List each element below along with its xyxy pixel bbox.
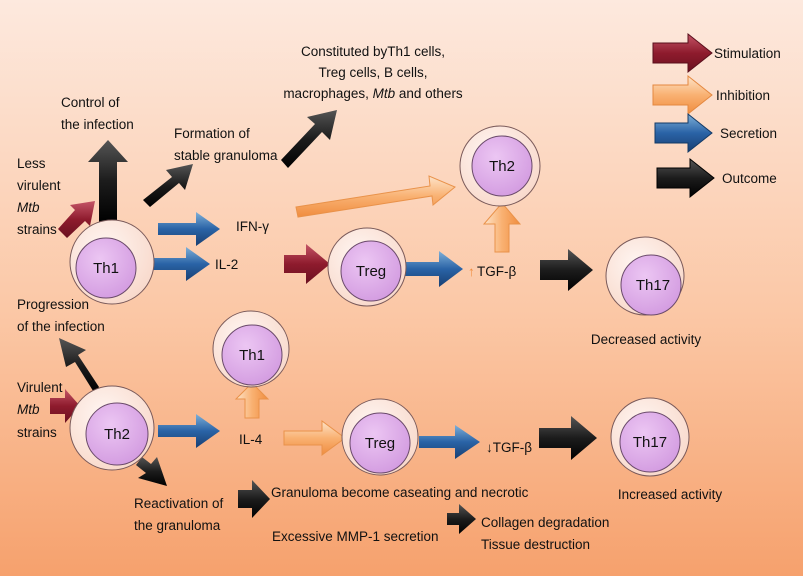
- cell-th17-top: Th17: [605, 236, 685, 316]
- inhibition-arrow-ifn-th2: [295, 175, 456, 218]
- increased-activity-label: Increased activity: [618, 487, 723, 502]
- secretion-arrow-ifn: [158, 212, 220, 246]
- cell-th2-top: Th2: [459, 125, 541, 207]
- progression-line2: of the infection: [17, 319, 105, 334]
- mmp1-label: Excessive MMP-1 secretion: [272, 529, 439, 544]
- inhibition-arrow-il4-treg: [283, 420, 346, 456]
- constituted-line3-prefix: macrophages,: [283, 86, 372, 101]
- cell-th17-bottom: Th17: [610, 397, 690, 477]
- virulent-line1: Virulent: [17, 380, 63, 395]
- legend-inhibition-arrow: [652, 74, 713, 116]
- cell-treg-top: Treg: [327, 227, 407, 307]
- outcome-arrow-caseating: [238, 480, 270, 518]
- stimulation-arrow-il2-treg: [284, 244, 330, 284]
- inhibition-arrow-il4-th1: [234, 382, 270, 419]
- less-virulent-line2: virulent: [17, 178, 61, 193]
- inhibition-arrow-tgf-th2: [482, 202, 522, 253]
- cell-treg-top-label: Treg: [356, 263, 386, 280]
- cell-treg-bottom: Treg: [341, 398, 419, 476]
- legend-outcome-arrow: [656, 157, 715, 199]
- outcome-arrow-constituted: [281, 110, 337, 168]
- collagen-label: Collagen degradation: [481, 515, 609, 530]
- control-label-line2: the infection: [61, 117, 134, 132]
- reactivation-line1: Reactivation of: [134, 496, 224, 511]
- labels: Control of the infection Formation of st…: [17, 44, 722, 552]
- stimulation-arrow-less-virulent: [58, 201, 95, 238]
- cell-th1-bottom-label: Th1: [239, 347, 265, 364]
- cell-th1-main: Th1: [69, 219, 155, 305]
- progression-line1: Progression: [17, 297, 89, 312]
- legend-secretion-arrow: [654, 112, 713, 154]
- outcome-arrow-formation: [143, 164, 193, 207]
- less-virulent-line1: Less: [17, 156, 46, 171]
- outcome-arrow-reactivation: [136, 457, 167, 486]
- constituted-line3-suffix: and others: [395, 86, 463, 101]
- constituted-line3-italic: Mtb: [373, 86, 396, 101]
- secretion-arrow-il2: [150, 247, 210, 281]
- formation-label-line1: Formation of: [174, 126, 250, 141]
- cell-th2-main-label: Th2: [104, 426, 130, 443]
- tissue-label: Tissue destruction: [481, 537, 590, 552]
- decreased-activity-label: Decreased activity: [591, 332, 702, 347]
- legend-stimulation-arrow: [652, 32, 713, 74]
- virulent-line2: Mtb: [17, 402, 40, 417]
- outcome-arrow-th17-top: [540, 249, 593, 291]
- formation-label-line2: stable granuloma: [174, 148, 278, 163]
- legend-stimulation-label: Stimulation: [714, 46, 781, 61]
- il4-label: IL-4: [239, 432, 263, 447]
- caseating-label: Granuloma become caseating and necrotic: [271, 485, 529, 500]
- control-label-line1: Control of: [61, 95, 120, 110]
- outcome-arrow-progression: [59, 338, 99, 394]
- outcome-arrow-collagen: [447, 504, 476, 534]
- constituted-label-line1: Constituted byTh1 cells,: [301, 44, 445, 59]
- tgf-top-label: TGF-β: [477, 264, 516, 279]
- legend-outcome-label: Outcome: [722, 171, 777, 186]
- less-virulent-line4: strains: [17, 222, 57, 237]
- cell-treg-bottom-label: Treg: [365, 435, 395, 452]
- virulent-line3: strains: [17, 425, 57, 440]
- legend-secretion-label: Secretion: [720, 126, 777, 141]
- tgf-bottom-label: ↓TGF-β: [486, 440, 532, 455]
- legend: Stimulation Inhibition Secretion Outcome: [652, 32, 781, 199]
- cell-th1-bottom: Th1: [212, 310, 290, 388]
- cell-th1-main-label: Th1: [93, 260, 119, 277]
- secretion-arrow-il4: [158, 414, 220, 448]
- ifn-gamma-label: IFN-γ: [236, 219, 269, 234]
- secretion-arrow-treg-tgf-bottom: [419, 425, 480, 459]
- cell-th2-top-label: Th2: [489, 158, 515, 175]
- il2-label: IL-2: [215, 257, 238, 272]
- less-virulent-line3: Mtb: [17, 200, 40, 215]
- arrows: [50, 110, 597, 534]
- legend-inhibition-label: Inhibition: [716, 88, 770, 103]
- cell-th17-top-label: Th17: [636, 277, 670, 294]
- outcome-arrow-th17-bottom: [539, 416, 597, 460]
- secretion-arrow-treg-tgf: [403, 251, 463, 287]
- tgf-top-up-arrow: ↑: [468, 264, 475, 279]
- cell-th2-main: Th2: [69, 385, 155, 471]
- outcome-arrow-control: [88, 140, 128, 222]
- cell-th17-bottom-label: Th17: [633, 434, 667, 451]
- reactivation-line2: the granuloma: [134, 518, 221, 533]
- constituted-label-line3: macrophages, Mtb and others: [283, 86, 463, 101]
- constituted-label-line2: Treg cells, B cells,: [318, 65, 427, 80]
